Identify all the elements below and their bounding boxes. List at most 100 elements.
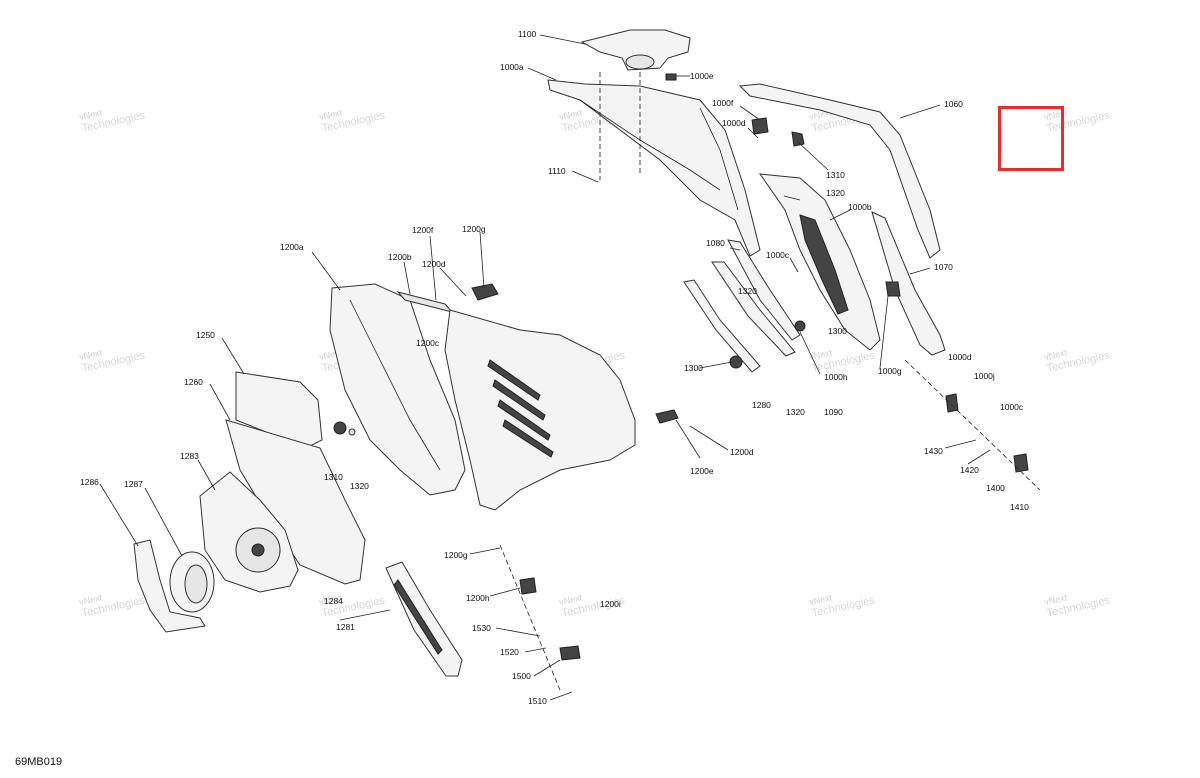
callout-1284: 1284 xyxy=(324,596,343,606)
part-1500-clip xyxy=(559,645,581,661)
watermark-11: vNext Technologies xyxy=(78,592,146,619)
callout-1000g: 1000g xyxy=(878,366,902,376)
part-1320-washer-left xyxy=(348,428,356,436)
callout-1070: 1070 xyxy=(934,262,953,272)
part-1250-cushion xyxy=(235,371,323,449)
callout-1000c-right: 1000c xyxy=(1000,402,1024,412)
callout-1090: 1090 xyxy=(824,407,843,417)
callout-1283: 1283 xyxy=(180,451,199,461)
callout-1310-left: 1310 xyxy=(324,472,343,482)
callout-1000b: 1000b xyxy=(848,202,872,212)
part-1000b-vent xyxy=(799,214,849,315)
callout-1110: 1110 xyxy=(548,166,566,176)
callout-1430: 1430 xyxy=(924,446,943,456)
callout-1500: 1500 xyxy=(512,671,531,681)
callout-1281: 1281 xyxy=(336,622,355,632)
part-1400-clip xyxy=(1013,453,1029,473)
callout-1400: 1400 xyxy=(986,483,1005,493)
callout-1320-low: 1320 xyxy=(786,407,805,417)
callout-1300: 1300 xyxy=(684,363,703,373)
callout-1000d-right: 1000d xyxy=(948,352,972,362)
watermark-6: vNext Technologies xyxy=(78,347,146,374)
diagram-reference-code: 69MB019 xyxy=(15,756,63,768)
callout-1060: 1060 xyxy=(944,99,963,109)
part-1200a-panel xyxy=(329,283,466,496)
callout-1000e: 1000e xyxy=(690,71,714,81)
part-1000e xyxy=(665,73,677,81)
svg-text:vNext: vNext xyxy=(1043,347,1068,362)
highlight-box[interactable] xyxy=(998,106,1064,171)
callout-1000h: 1000h xyxy=(824,372,848,382)
callout-1320-top: 1320 xyxy=(826,188,845,198)
callout-1420: 1420 xyxy=(960,465,979,475)
callout-1280: 1280 xyxy=(752,400,771,410)
svg-text:vNext: vNext xyxy=(808,347,833,362)
svg-text:vNext: vNext xyxy=(78,592,103,607)
part-1060-trim xyxy=(738,83,941,259)
callout-1200e: 1200e xyxy=(690,466,714,476)
callout-1287: 1287 xyxy=(124,479,143,489)
part-1070-trim xyxy=(871,211,946,356)
callout-1200d-top: 1200d xyxy=(422,259,446,269)
watermark-2: vNext Technologies xyxy=(318,107,386,134)
part-1080-strip xyxy=(727,239,801,341)
callout-1300-b: 1300 xyxy=(828,326,847,336)
callout-1200d-low: 1200d xyxy=(730,447,754,457)
callout-1320-mid: 1320 xyxy=(738,286,757,296)
part-1200e-clip xyxy=(655,409,679,424)
part-1200g-clip xyxy=(471,283,499,301)
part-1310-nut-left xyxy=(333,421,347,435)
svg-text:vNext: vNext xyxy=(558,592,583,607)
part-1090-strip xyxy=(711,261,796,357)
callout-1530: 1530 xyxy=(472,623,491,633)
callout-1200i: 1200i xyxy=(600,599,621,609)
panel-1200a-inner-line xyxy=(349,299,441,471)
callout-1000d-top: 1000d xyxy=(722,118,746,128)
callout-1200f: 1200f xyxy=(412,225,434,235)
part-1000d-clip xyxy=(751,117,769,135)
svg-text:vNext: vNext xyxy=(808,592,833,607)
callout-1260: 1260 xyxy=(184,377,203,387)
part-center-body xyxy=(444,309,636,511)
callout-1200h: 1200h xyxy=(466,593,490,603)
callout-1410: 1410 xyxy=(1010,502,1029,512)
callout-1000j: 1000j xyxy=(974,371,995,381)
part-1280-strip xyxy=(683,279,761,373)
part-1200h-clip xyxy=(519,577,537,595)
callout-1320-left: 1320 xyxy=(350,481,369,491)
callout-1000a: 1000a xyxy=(500,62,524,72)
part-1000j-clip xyxy=(945,393,959,413)
callout-1200c: 1200c xyxy=(416,338,440,348)
callout-1510: 1510 xyxy=(528,696,547,706)
callout-1520: 1520 xyxy=(500,647,519,657)
watermark-15: vNext Technologies xyxy=(1043,592,1111,619)
part-1283-hub xyxy=(251,543,265,557)
watermark-1: vNext Technologies xyxy=(78,107,146,134)
watermark-10: vNext Technologies xyxy=(1043,347,1111,374)
part-1000h-nut xyxy=(794,320,806,332)
part-1100 xyxy=(580,29,691,71)
svg-text:vNext: vNext xyxy=(558,107,583,122)
callout-1080: 1080 xyxy=(706,238,725,248)
svg-text:vNext: vNext xyxy=(318,592,343,607)
svg-text:vNext: vNext xyxy=(1043,592,1068,607)
watermark-14: vNext Technologies xyxy=(808,592,876,619)
callout-1000f: 1000f xyxy=(712,98,734,108)
callout-1250: 1250 xyxy=(196,330,215,340)
leader-lines xyxy=(99,34,991,701)
svg-text:vNext: vNext xyxy=(318,107,343,122)
part-1281-grill xyxy=(385,561,463,677)
part-1310-clip xyxy=(791,131,805,147)
callout-1310-top: 1310 xyxy=(826,170,845,180)
part-1286-cover xyxy=(133,539,206,633)
part-1281-slot xyxy=(393,579,443,655)
callout-labels: 1100 1000a 1000e 1000f 1000d 1060 1310 1… xyxy=(80,29,1029,706)
panel-1000a-edge-line xyxy=(699,107,739,211)
panel-1000a-inner-line xyxy=(579,99,721,191)
svg-text:vNext: vNext xyxy=(78,347,103,362)
svg-text:vNext: vNext xyxy=(78,107,103,122)
part-1100-knob xyxy=(625,54,655,70)
part-1000g-clip xyxy=(885,281,901,297)
